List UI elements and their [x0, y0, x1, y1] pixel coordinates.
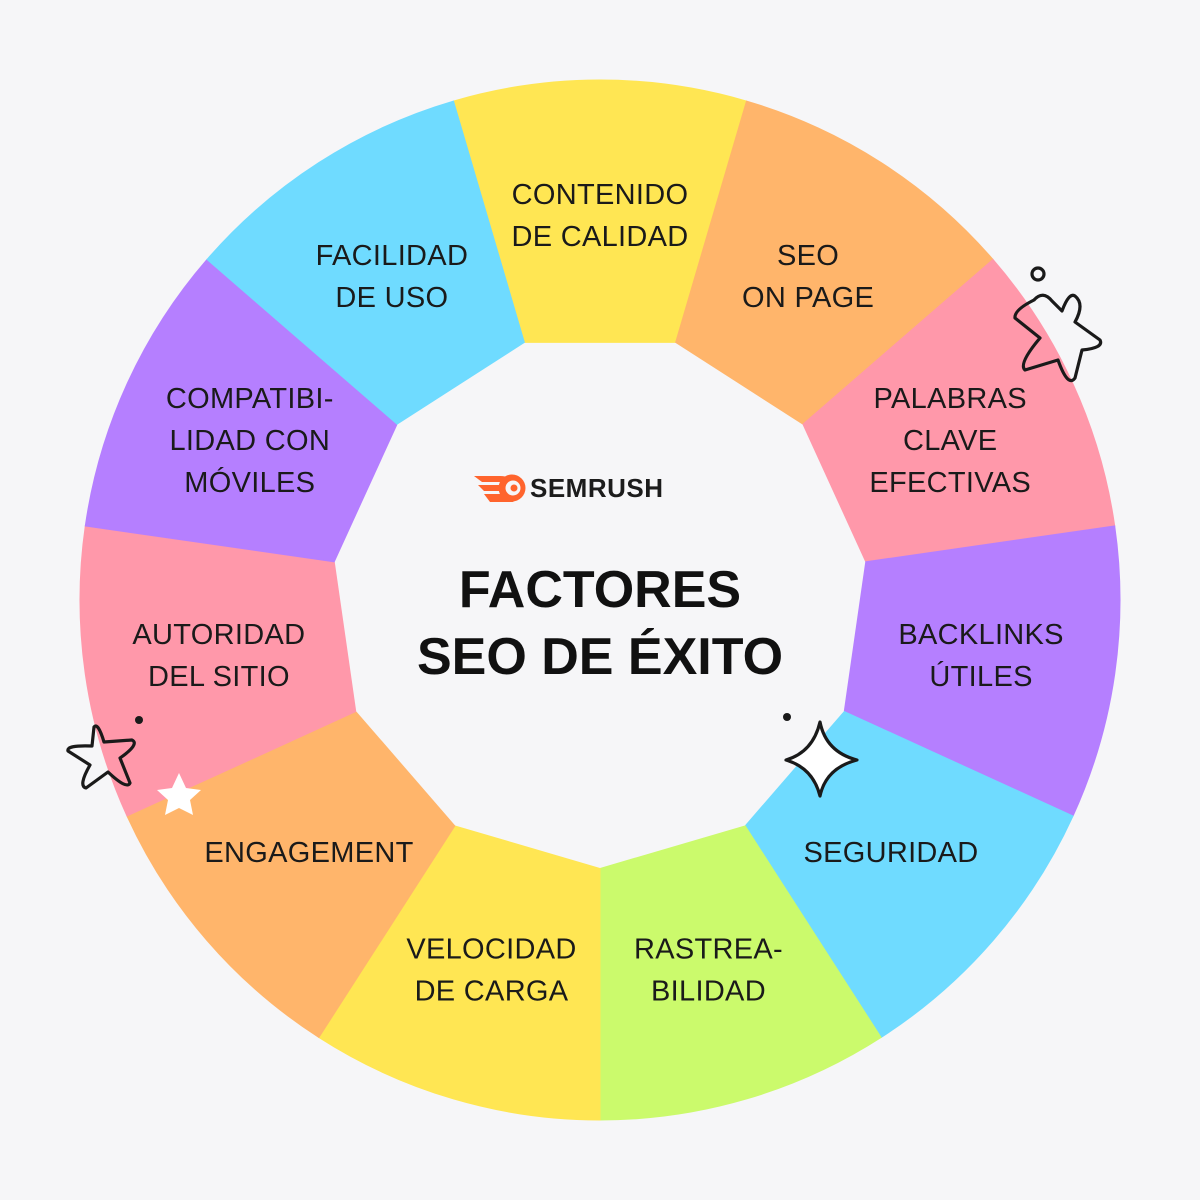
outline-star-icon-right: [1013, 293, 1103, 383]
label-rastreabilidad: RASTREA- BILIDAD: [634, 933, 783, 1007]
decorations: [66, 266, 1103, 815]
label-line: DE CALIDAD: [511, 221, 688, 253]
label-line: ÚTILES: [929, 660, 1032, 693]
label-line: BILIDAD: [651, 975, 766, 1007]
label-line: DE CARGA: [415, 975, 569, 1007]
segment-facilidad: [206, 100, 526, 426]
label-line: CLAVE: [903, 425, 997, 457]
title-line-2: SEO DE ÉXITO: [417, 628, 783, 686]
label-seo-on-page: SEO ON PAGE: [742, 240, 874, 314]
segment-seo-on-page: [674, 100, 994, 426]
segment-engagement: [126, 710, 456, 1039]
segment-rastreabilidad: [599, 824, 882, 1121]
label-line: EFECTIVAS: [869, 467, 1031, 499]
dot-icon-left: [135, 716, 143, 724]
label-line: FACILIDAD: [316, 240, 469, 272]
label-line: PALABRAS: [874, 383, 1027, 415]
label-line: DE USO: [335, 282, 448, 314]
label-line: DEL SITIO: [148, 661, 290, 693]
dot-icon-right: [783, 713, 791, 721]
title-line-1: FACTORES: [459, 561, 741, 619]
label-line: AUTORIDAD: [132, 619, 305, 651]
label-line: SEGURIDAD: [803, 837, 978, 869]
label-line: ENGAGEMENT: [204, 837, 413, 869]
filled-star-icon: [157, 773, 201, 815]
label-palabras-clave: PALABRAS CLAVE EFECTIVAS: [869, 383, 1031, 499]
label-line: CONTENIDO: [512, 179, 689, 211]
segment-backlinks: [843, 525, 1121, 817]
label-backlinks: BACKLINKS ÚTILES: [898, 619, 1064, 693]
label-facilidad: FACILIDAD DE USO: [316, 240, 469, 314]
label-autoridad: AUTORIDAD DEL SITIO: [132, 619, 305, 693]
segment-labels: CONTENIDO DE CALIDAD SEO ON PAGE PALABRAS CLA…: [132, 179, 1063, 1007]
outline-star-icon-left: [66, 724, 136, 790]
small-ring-icon: [1030, 266, 1046, 282]
label-line: MÓVILES: [184, 466, 315, 499]
segment-velocidad: [318, 824, 601, 1121]
label-line: LIDAD CON: [169, 425, 330, 457]
label-line: ON PAGE: [742, 282, 874, 314]
brand-name: SEMRUSH: [530, 473, 664, 503]
label-engagement: ENGAGEMENT: [204, 837, 413, 869]
label-line: SEO: [777, 240, 839, 272]
sparkle-star-icon: [784, 720, 859, 798]
segment-autoridad: [79, 525, 357, 817]
center-hendecagon: [334, 342, 866, 868]
segment-compatibilidad: [84, 258, 399, 563]
semrush-logo: SEMRUSH: [474, 473, 664, 503]
label-compatibilidad: COMPATIBI- LIDAD CON MÓVILES: [166, 383, 334, 499]
label-line: COMPATIBI-: [166, 383, 334, 415]
label-line: RASTREA-: [634, 933, 783, 965]
label-seguridad: SEGURIDAD: [803, 837, 978, 869]
segment-seguridad: [744, 710, 1074, 1039]
semrush-flame-icon: [474, 474, 526, 502]
label-contenido: CONTENIDO DE CALIDAD: [511, 179, 688, 253]
label-velocidad: VELOCIDAD DE CARGA: [406, 933, 576, 1007]
segment-contenido: [452, 79, 748, 344]
label-line: VELOCIDAD: [406, 933, 576, 965]
label-line: BACKLINKS: [898, 619, 1064, 651]
